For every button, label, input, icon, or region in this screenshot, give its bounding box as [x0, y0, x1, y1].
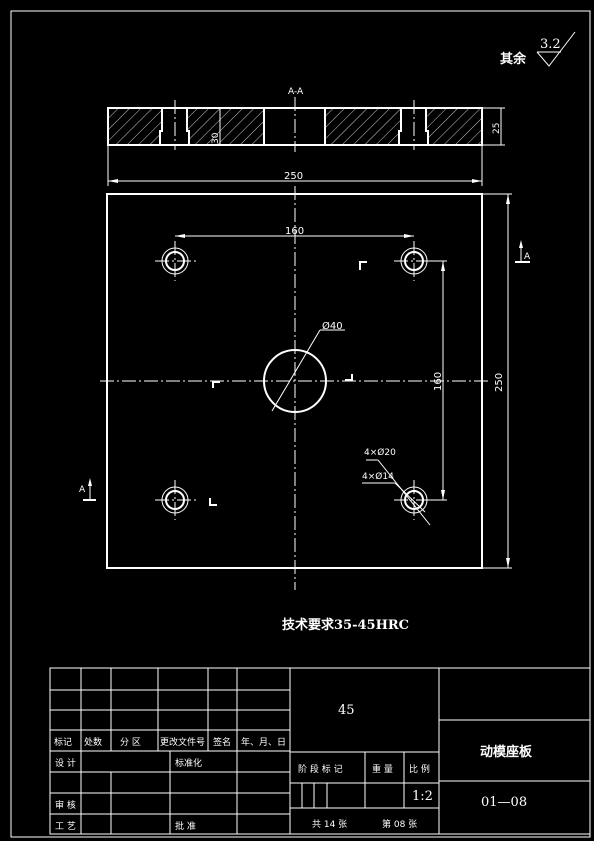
hdr-count: 处数	[84, 736, 102, 748]
dim-width-top: 250	[284, 171, 303, 182]
dim-center-hole: Ø40	[322, 320, 343, 332]
sheet-no: 第 08 张	[382, 818, 417, 830]
row-standardize: 标准化	[175, 757, 202, 769]
section-mark-a-bottom: A	[79, 485, 86, 495]
tech-requirement: 技术要求35-45HRC	[282, 617, 409, 633]
section-mark-bottom: A	[79, 478, 96, 501]
dim-section-height: 25	[492, 123, 502, 134]
hdr-mark: 标记	[54, 736, 72, 748]
stage-mark-label: 阶 段 标 记	[298, 763, 343, 775]
roughness-value: 3.2	[540, 37, 561, 52]
center-hole	[263, 349, 327, 413]
row-approve: 批 准	[175, 820, 196, 832]
roughness-prefix: 其余	[500, 51, 527, 67]
dim-hole-span-y: 160	[433, 372, 444, 391]
roughness-symbol: 其余 3.2	[500, 31, 576, 67]
bolt-hole-bl	[155, 480, 196, 520]
dim-bolt-outer: 4×Ø20	[364, 447, 396, 458]
row-design: 设 计	[55, 757, 76, 769]
drawing-number: 01—08	[481, 795, 527, 810]
hdr-change-doc: 更改文件号	[160, 736, 205, 748]
dim-section-depth: 30	[211, 132, 221, 144]
section-mark-top: A	[515, 240, 531, 263]
hdr-zone: 分 区	[120, 737, 141, 748]
hdr-sign: 签名	[213, 736, 231, 748]
section-mark-a-top: A	[524, 252, 531, 262]
sheets-total: 共 14 张	[312, 819, 347, 830]
drawing-border	[10, 10, 591, 838]
section-label: A-A	[288, 87, 304, 97]
dim-hole-span-x: 160	[285, 226, 304, 237]
row-review: 审 核	[55, 799, 76, 811]
hdr-date: 年、月、日	[241, 736, 286, 748]
scale-value: 1:2	[412, 789, 433, 804]
bolt-hole-tl	[155, 241, 196, 281]
plan-view: Ø40 160 160	[79, 186, 531, 590]
scale-label: 比 例	[409, 763, 430, 775]
dim-width-right: 250	[494, 373, 505, 392]
weight-label: 重 量	[372, 763, 393, 775]
row-process: 工 艺	[55, 821, 76, 832]
part-name: 动模座板	[480, 744, 533, 760]
section-view: A-A 25 30 250	[107, 87, 505, 186]
dim-bolt-inner: 4×Ø14	[362, 471, 394, 482]
material: 45	[338, 703, 355, 718]
title-block: 标记 处数 分 区 更改文件号 签名 年、月、日 设 计 标准化 审 核 工 艺…	[49, 667, 591, 835]
